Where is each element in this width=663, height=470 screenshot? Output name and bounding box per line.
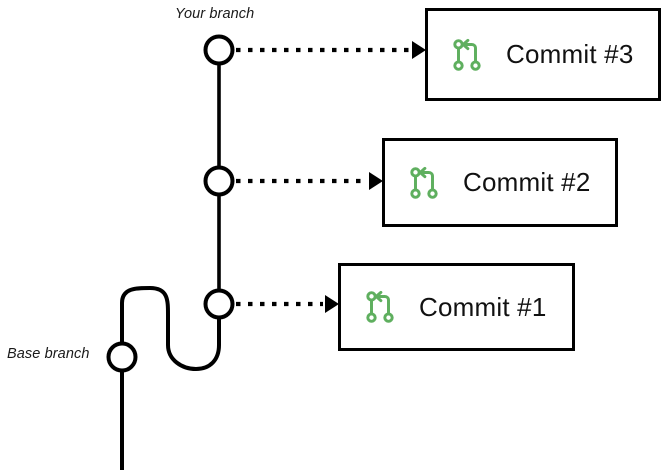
arrowhead-commit-3 <box>412 41 426 59</box>
commit-box-3[interactable]: Commit #3 <box>425 8 661 101</box>
commit-box-2[interactable]: Commit #2 <box>382 138 618 227</box>
git-pull-request-icon <box>410 166 438 199</box>
base-branch-line <box>120 285 221 470</box>
commit-3-node[interactable] <box>203 34 235 66</box>
commit-title-2: Commit #2 <box>463 167 591 197</box>
commit-title-1: Commit #1 <box>419 291 547 322</box>
arrowhead-commit-2 <box>369 172 383 190</box>
commit-box-1[interactable]: Commit #1 <box>338 263 575 351</box>
commit-2-node[interactable] <box>203 165 235 197</box>
arrowhead-commit-1 <box>325 295 339 313</box>
git-pull-request-icon <box>366 290 394 323</box>
your-branch-label: Your branch <box>175 6 255 22</box>
base-node[interactable] <box>106 341 138 373</box>
base-branch-label: Base branch <box>7 346 90 362</box>
git-pull-request-icon <box>453 38 481 71</box>
commit-title-3: Commit #3 <box>506 39 634 69</box>
commit-1-node[interactable] <box>203 288 235 320</box>
